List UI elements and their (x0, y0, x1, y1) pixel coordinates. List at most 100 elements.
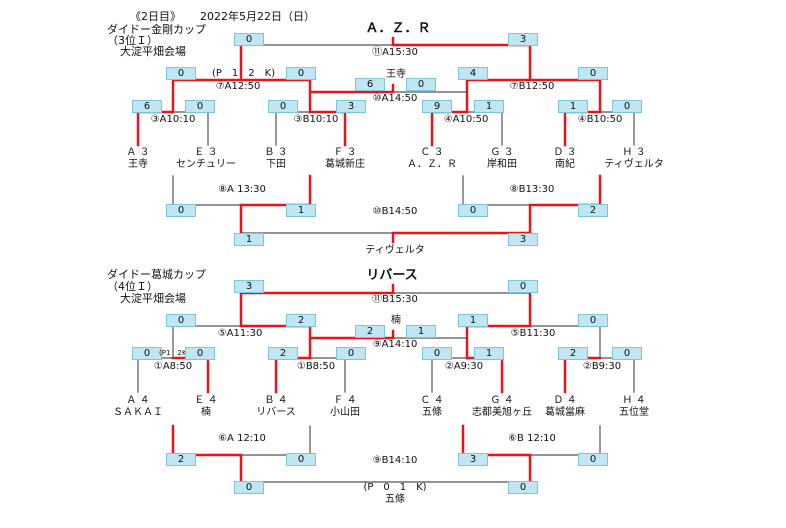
match-label: ①B8:50 (296, 361, 336, 372)
score-box: 1 (474, 347, 504, 360)
pk-note: (P1 2K) (159, 349, 190, 357)
team-code: Ｆ ４ (333, 395, 357, 406)
match-label: ⑦B12:50 (509, 81, 555, 92)
match-label: ⑦A12:50 (215, 81, 261, 92)
match-label: ③B10:10 (293, 114, 339, 125)
team-name: 南紀 (555, 159, 575, 170)
cup-title: ダイドー金剛カップ (107, 23, 206, 36)
score-box: 0 (166, 204, 196, 217)
final-line-win (239, 283, 395, 295)
venue-label: 大淀平畑会場 (120, 45, 186, 58)
match-label: ⑪B15:30 (372, 294, 418, 305)
score-box: 0 (234, 33, 264, 46)
score-box: 4 (458, 67, 488, 80)
match-label: ⑥B 12:10 (508, 433, 556, 444)
third-winner-name: 楠 (391, 315, 401, 326)
team-code: Ｈ ４ (622, 395, 646, 406)
match-label: ⑩B14:50 (372, 206, 418, 217)
bottom-bracket-lines (137, 283, 635, 484)
team-name: リバース (256, 407, 296, 418)
team-name: ティヴェルタ (604, 159, 664, 170)
day-label: 《2日目》 (130, 10, 181, 23)
team-name: 志都美旭ヶ丘 (472, 407, 532, 418)
champion-name: Ａ．Ｚ．Ｒ (365, 21, 431, 36)
score-box: 0 (406, 78, 436, 91)
team-code: Ｄ ４ (553, 395, 577, 406)
score-box: 0 (612, 100, 642, 113)
team-name: 楠 (201, 407, 211, 418)
r2-line-win (171, 43, 312, 114)
score-box: 2 (558, 347, 588, 360)
team-code: Ａ ３ (126, 147, 150, 158)
match-label: ⑨A14:10 (372, 339, 418, 350)
cons-final-line-win (391, 231, 532, 244)
match-label: ⑨B14:10 (372, 455, 418, 466)
match-label: ②B9:30 (582, 361, 622, 372)
team-code: Ａ ４ (126, 395, 150, 406)
cons-line-win (528, 174, 602, 235)
match-label: ④B10:50 (577, 114, 623, 125)
score-box: 0 (508, 481, 538, 494)
score-box: 2 (578, 204, 608, 217)
team-code: Ｂ ３ (264, 147, 288, 158)
team-name: 葛城新庄 (325, 159, 365, 170)
consolation-pk-note: (P 0 1 K) (363, 482, 427, 493)
team-code: Ｇ ４ (490, 395, 514, 406)
score-box: 0 (508, 280, 538, 293)
score-box: 0 (234, 481, 264, 494)
score-box: 2 (268, 347, 298, 360)
team-name: センチュリー (176, 159, 236, 170)
final-line-win (391, 36, 532, 47)
score-box: 0 (458, 204, 488, 217)
team-code: Ｅ ４ (194, 395, 218, 406)
score-box: 0 (166, 67, 196, 80)
team-name: Ａ．Ｚ．Ｒ (407, 159, 457, 170)
score-box: 0 (612, 347, 642, 360)
team-code: Ｇ ３ (490, 147, 514, 158)
match-label: ①A8:50 (153, 361, 193, 372)
score-box: 2 (355, 325, 385, 338)
match-label: ⑧B13:30 (509, 184, 555, 195)
team-code: Ｃ ３ (420, 147, 444, 158)
r2-line-win (465, 291, 532, 360)
score-box: 0 (185, 100, 215, 113)
match-label: ⑤A11:30 (217, 328, 263, 339)
team-name: 小山田 (330, 407, 360, 418)
score-box: 0 (578, 314, 608, 327)
team-code: Ｅ ３ (194, 147, 218, 158)
rank-label: （3位Ｉ） (107, 34, 158, 47)
score-box: 0 (422, 347, 452, 360)
team-code: Ｈ ３ (622, 147, 646, 158)
score-box: 1 (406, 325, 436, 338)
team-name: 岸和田 (487, 159, 517, 170)
consolation-winner-name: ティヴェルタ (365, 245, 425, 256)
cup-title: ダイドー葛城カップ (107, 268, 206, 281)
cons-line-win (171, 424, 243, 484)
cons-line-win (239, 174, 312, 235)
match-label: ⑧A 13:30 (218, 184, 266, 195)
r2-line-win (465, 43, 532, 114)
score-box: 0 (166, 314, 196, 327)
score-box: 3 (508, 33, 538, 46)
third-winner-name: 王寺 (386, 69, 406, 80)
score-box: 1 (234, 233, 264, 246)
match-label: ④A10:50 (443, 114, 489, 125)
score-box: 0 (578, 453, 608, 466)
third-line-win (308, 83, 395, 94)
score-box: 0 (268, 100, 298, 113)
team-name: 五條 (422, 407, 442, 418)
venue-label: 大淀平畑会場 (120, 292, 186, 305)
pk-note: (P 1 2 K) (212, 68, 276, 79)
team-code: Ｆ ３ (333, 147, 357, 158)
score-box: 1 (558, 100, 588, 113)
match-label: ⑪A15:30 (372, 47, 418, 58)
date-label: 2022年5月22日（日） (200, 10, 315, 23)
champion-name: リバース (366, 268, 418, 283)
score-box: 2 (166, 453, 196, 466)
team-name: 葛城當麻 (545, 407, 585, 418)
score-box: 0 (286, 453, 316, 466)
consolation-winner-name: 五條 (385, 494, 405, 505)
team-name: 五位堂 (619, 407, 649, 418)
team-code: Ｄ ３ (553, 147, 577, 158)
